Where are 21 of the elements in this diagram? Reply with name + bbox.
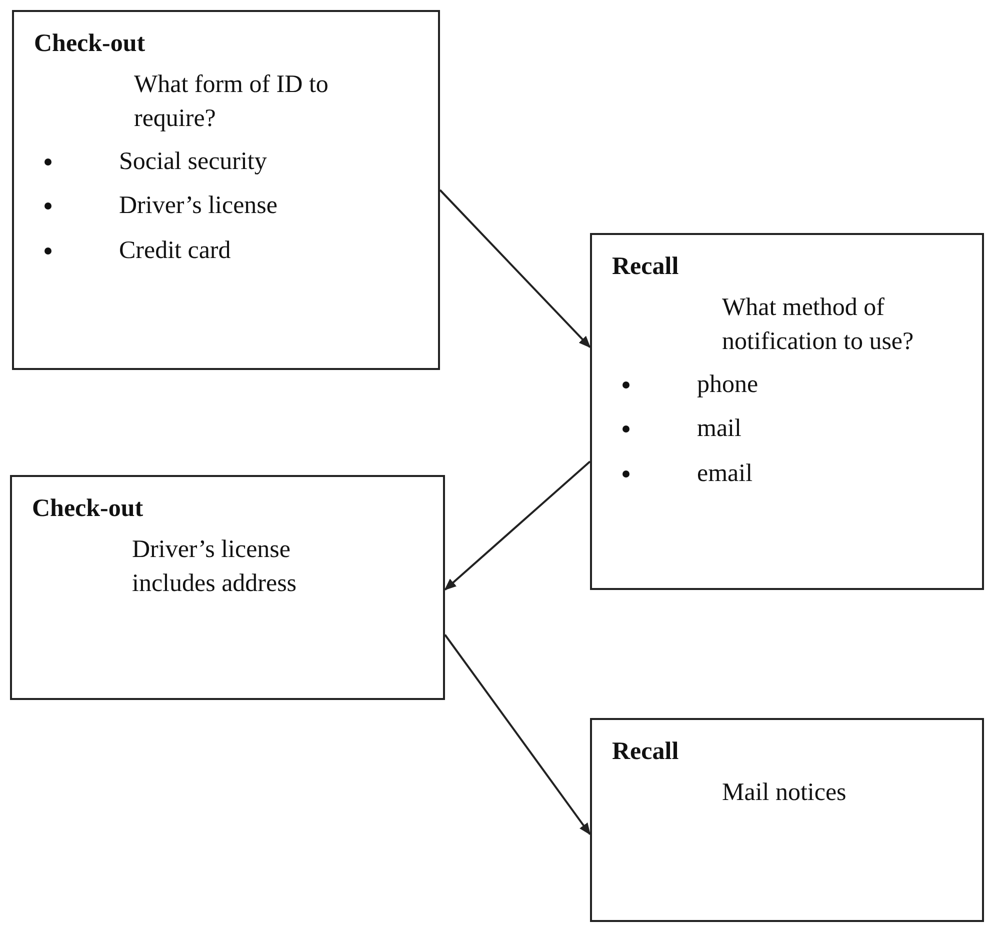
box-heading: Check-out	[34, 30, 146, 58]
bullet-item: Credit card	[119, 236, 231, 266]
arrow	[444, 634, 591, 836]
arrow	[444, 460, 591, 590]
bullet-item: email	[697, 458, 753, 488]
bullet-item: phone	[697, 370, 758, 400]
question-text: Mail notices	[722, 778, 848, 808]
box-heading: Check-out	[32, 495, 144, 523]
note-box	[12, 10, 440, 370]
box-heading: Recall	[612, 738, 680, 766]
note-box	[590, 233, 984, 590]
bullet-item: mail	[697, 414, 742, 444]
question-text: Driver’s license includes address	[132, 535, 298, 599]
note-box	[10, 475, 445, 700]
box-heading: Recall	[612, 253, 680, 281]
question-text: What form of ID to require?	[134, 70, 330, 134]
arrow	[439, 189, 591, 348]
note-box	[590, 718, 984, 922]
bullet-item: Social security	[119, 146, 267, 176]
bullet-item: Driver’s license	[119, 191, 278, 221]
question-text: What method of notification to use?	[722, 293, 915, 357]
